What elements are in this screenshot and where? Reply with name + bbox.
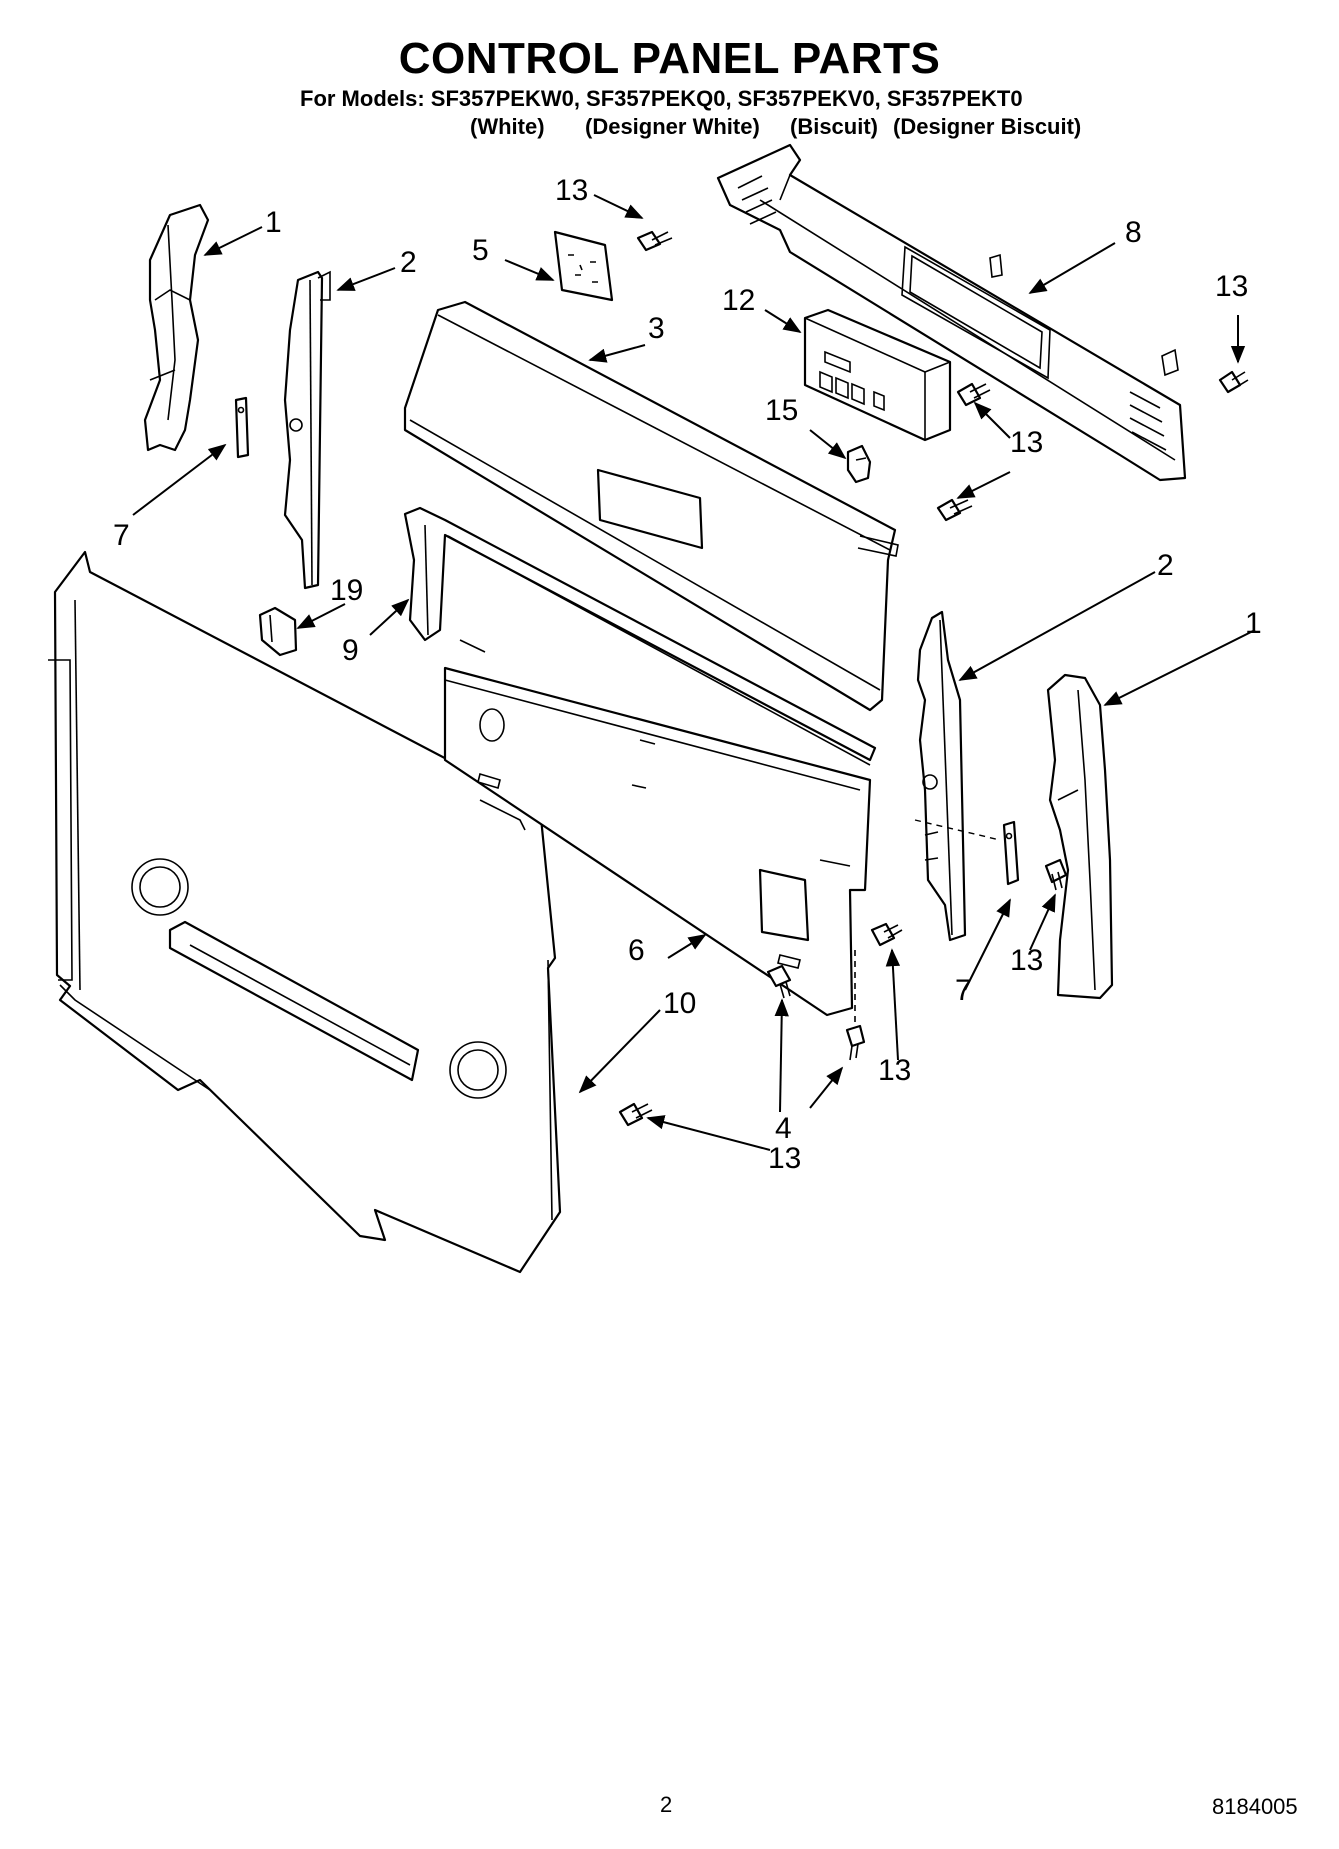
variant-designer-white: (Designer White) xyxy=(585,114,760,139)
callout-8: 8 xyxy=(1125,216,1142,249)
callout-7-right: 7 xyxy=(955,974,972,1007)
control-board-part-5 xyxy=(553,230,614,302)
callout-1-left: 1 xyxy=(265,206,282,239)
side-trim-part-1-left xyxy=(143,203,210,452)
document-number: 8184005 xyxy=(1212,1794,1298,1819)
side-trim-part-1-right xyxy=(1046,673,1114,1000)
callout-7-left: 7 xyxy=(113,519,130,552)
page-title: CONTROL PANEL PARTS xyxy=(398,34,941,83)
callout-2-right: 2 xyxy=(1157,549,1174,582)
page-number: 2 xyxy=(660,1792,673,1817)
callout-5: 5 xyxy=(472,234,489,267)
callout-12: 12 xyxy=(722,284,755,317)
screw-4-left xyxy=(766,964,792,999)
back-panel-part-8 xyxy=(716,143,1187,482)
channel-bracket-part-9 xyxy=(403,506,877,766)
callout-13-bottom: 13 xyxy=(768,1142,801,1175)
variant-biscuit: (Biscuit) xyxy=(790,114,878,139)
callout-2-left: 2 xyxy=(400,246,417,279)
clock-module-part-12 xyxy=(803,308,952,442)
screw-4-right xyxy=(845,1024,866,1061)
variant-designer-biscuit: (Designer Biscuit) xyxy=(893,114,1082,139)
callout-3: 3 xyxy=(648,312,665,345)
callout-19: 19 xyxy=(330,574,363,607)
callout-10: 10 xyxy=(663,987,696,1020)
screw-13-module xyxy=(956,382,991,407)
models-line: For Models: SF357PEKW0, SF357PEKQ0, SF35… xyxy=(300,86,1023,111)
clip-part-19 xyxy=(258,606,298,657)
side-bracket-part-2-right xyxy=(916,610,967,942)
leader-lines xyxy=(132,194,1256,1151)
connector-part-15 xyxy=(846,444,872,484)
screw-13-right-top xyxy=(1218,370,1249,394)
variant-white: (White) xyxy=(470,114,545,139)
clip-part-7-right xyxy=(1002,820,1020,886)
callout-1-right: 1 xyxy=(1245,607,1262,640)
screw-13-panel xyxy=(936,498,973,522)
callout-13-top: 13 xyxy=(555,174,588,207)
callout-15: 15 xyxy=(765,394,798,427)
callout-13-middle: 13 xyxy=(878,1054,911,1087)
callout-13-right-lower: 13 xyxy=(1010,944,1043,977)
screw-13-top xyxy=(636,230,673,252)
callout-13-module: 13 xyxy=(1010,426,1043,459)
rear-panel-part-10 xyxy=(48,550,562,1274)
control-panel-part-3 xyxy=(403,300,899,712)
screw-13-right-lower xyxy=(1044,858,1068,891)
clip-part-7-left xyxy=(234,396,250,459)
screw-13-bottom xyxy=(618,1102,653,1127)
callout-13-right-top: 13 xyxy=(1215,270,1248,303)
screw-13-middle xyxy=(870,922,903,947)
lower-panel-part-6 xyxy=(443,666,872,1017)
callout-9: 9 xyxy=(342,634,359,667)
callout-6: 6 xyxy=(628,934,645,967)
callout-4: 4 xyxy=(775,1112,792,1145)
side-bracket-part-2-left xyxy=(283,270,331,590)
